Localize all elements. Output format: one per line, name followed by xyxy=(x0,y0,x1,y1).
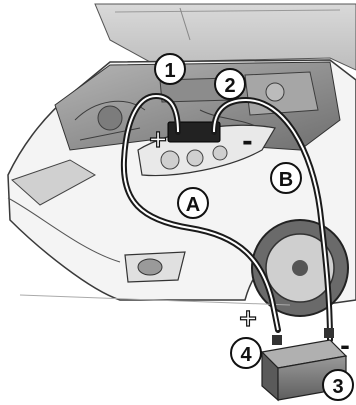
callout-cable-b: B xyxy=(271,163,301,193)
minus-sign-battery: - xyxy=(340,332,350,360)
callout-1-label: 1 xyxy=(164,60,175,82)
minus-sign-car: - xyxy=(242,127,253,157)
callout-b-label: B xyxy=(279,169,293,191)
plus-sign-car: + xyxy=(148,125,168,153)
callout-1: 1 xyxy=(155,54,185,84)
callout-4-label: 4 xyxy=(240,344,252,366)
plus-sign-battery: + xyxy=(238,304,258,332)
callout-cable-a: A xyxy=(178,188,208,218)
callout-2: 2 xyxy=(215,69,245,99)
front-wheel xyxy=(252,220,348,316)
callout-3: 3 xyxy=(323,370,353,400)
callout-a-label: A xyxy=(186,194,200,216)
callout-3-label: 3 xyxy=(332,376,343,398)
callout-4: 4 xyxy=(231,338,261,368)
callout-2-label: 2 xyxy=(224,75,235,97)
